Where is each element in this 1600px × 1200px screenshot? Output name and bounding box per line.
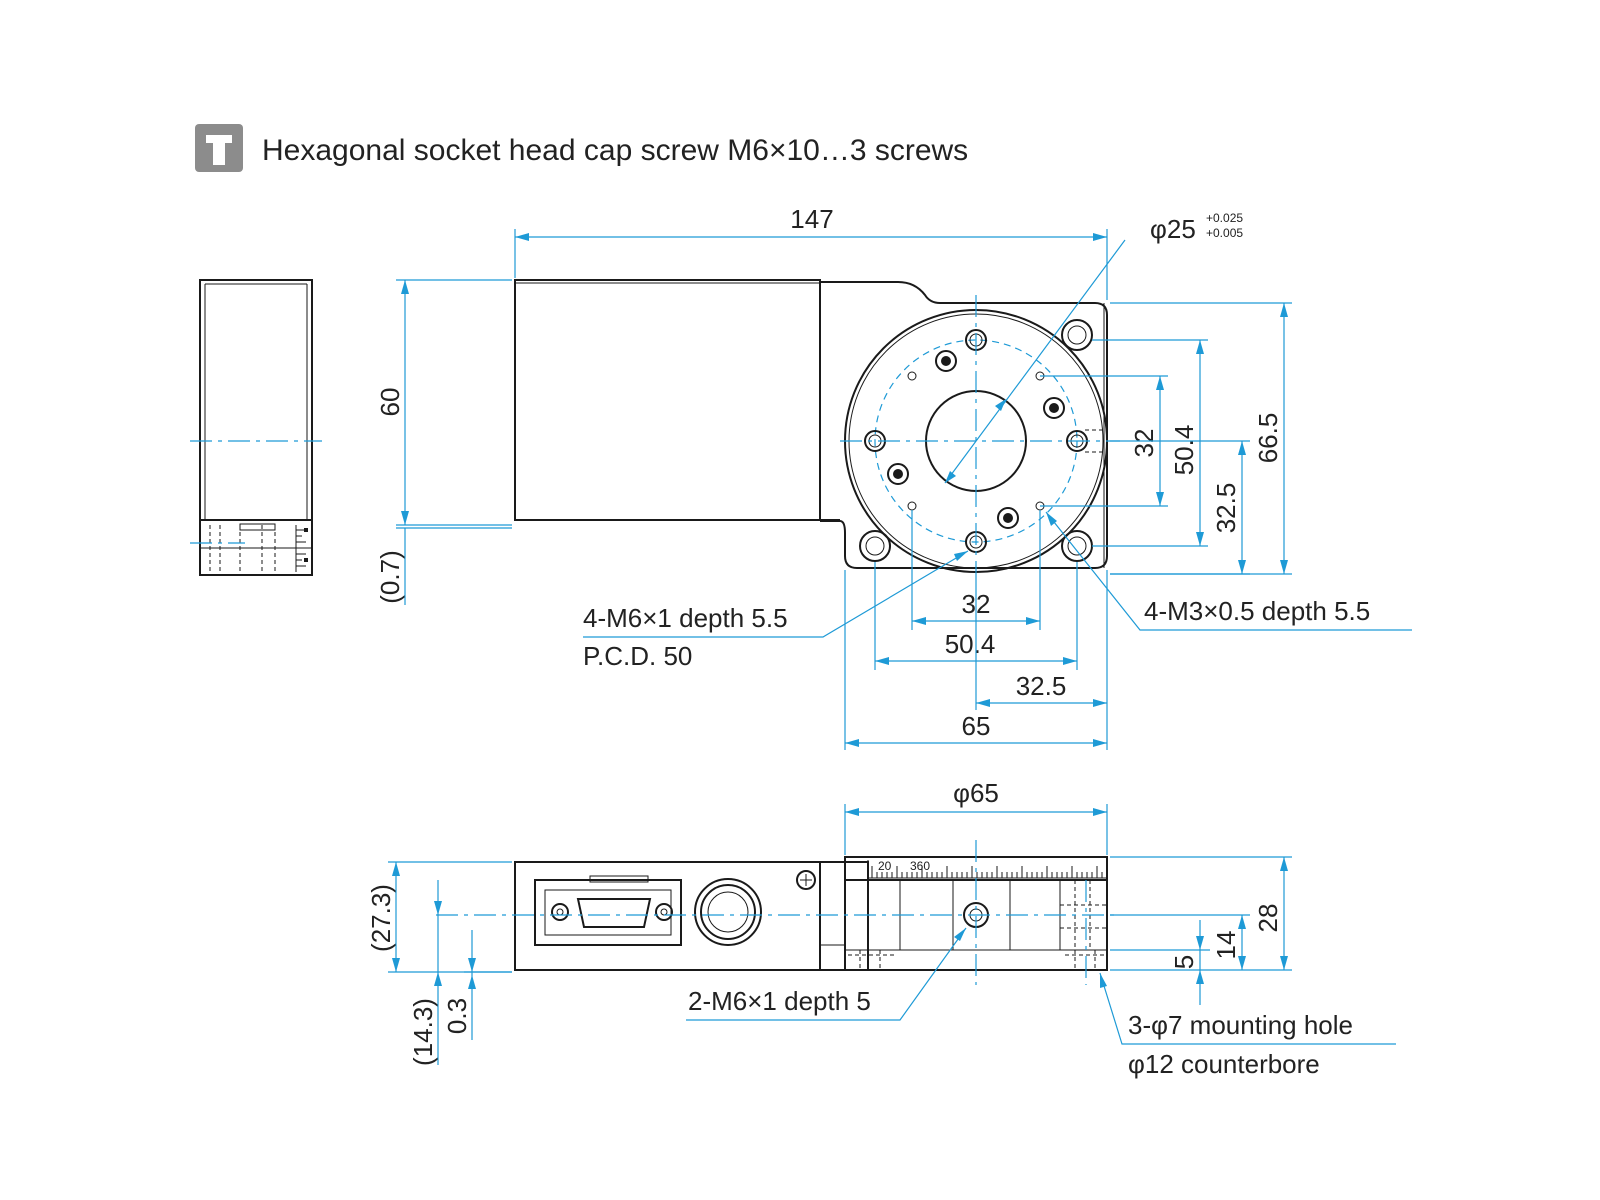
- dim-bore: φ25: [1150, 214, 1196, 244]
- dim-66-5-v: 66.5: [1253, 413, 1283, 464]
- label-pcd: P.C.D. 50: [583, 641, 692, 671]
- dim-60: 60: [375, 388, 405, 417]
- dim-50-4-v: 50.4: [1169, 425, 1199, 476]
- front-stage-body: [844, 856, 1108, 971]
- round-connector: [694, 878, 762, 946]
- dim-32-5-v: 32.5: [1211, 483, 1241, 534]
- dim-bore-tol-lower: +0.005: [1206, 226, 1243, 240]
- dim-14-3: (14.3): [408, 998, 438, 1066]
- label-m6-tap: 4-M6×1 depth 5.5: [583, 603, 788, 633]
- angle-scale: [867, 860, 1107, 880]
- dim-0-3: 0.3: [442, 998, 472, 1034]
- dim-147: 147: [790, 204, 833, 234]
- dim-50-4-h: 50.4: [945, 629, 996, 659]
- d-sub-connector: [534, 875, 682, 946]
- dim-14: 14: [1211, 931, 1241, 960]
- dim-32-v: 32: [1129, 429, 1159, 458]
- dim-5: 5: [1169, 955, 1199, 969]
- top-view-dimensions: 147 φ25 +0.025 +0.005 60 (0.7) 32 50.4: [375, 204, 1412, 750]
- dim-27-3: (27.3): [366, 884, 396, 952]
- front-motor-body: [514, 861, 821, 971]
- top-view: [514, 239, 1126, 580]
- front-view: 20 360: [436, 840, 1120, 985]
- dim-0-7: (0.7): [375, 550, 405, 603]
- cap-screws: [887, 350, 1065, 529]
- ground-screw: [796, 870, 816, 890]
- dim-32-5-h: 32.5: [1016, 671, 1067, 701]
- label-front-m6-tap: 2-M6×1 depth 5: [688, 986, 871, 1016]
- dim-phi65: φ65: [953, 778, 999, 808]
- scale-label-a: 20: [878, 859, 892, 873]
- label-counterbore: φ12 counterbore: [1128, 1049, 1320, 1079]
- dim-28: 28: [1253, 904, 1283, 933]
- dim-65-h: 65: [962, 711, 991, 741]
- label-m3-tap: 4-M3×0.5 depth 5.5: [1144, 596, 1370, 626]
- motor-housing: [514, 279, 821, 521]
- header-icon: [195, 124, 243, 172]
- side-view: [190, 279, 322, 576]
- header-text: Hexagonal socket head cap screw M6×10…3 …: [262, 134, 968, 167]
- front-view-dimensions: φ65 (27.3) (14.3) 0.3 28 14: [366, 778, 1396, 1079]
- label-mounting-hole: 3-φ7 mounting hole: [1128, 1010, 1353, 1040]
- scale-label-b: 360: [910, 859, 930, 873]
- dim-bore-tol-upper: +0.025: [1206, 211, 1243, 225]
- side-scale: [295, 525, 308, 572]
